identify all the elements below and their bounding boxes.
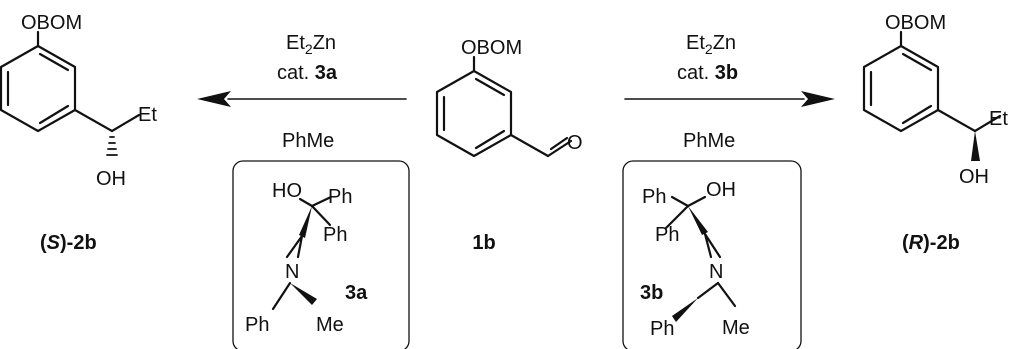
catalyst-3b-nitrogen-label: N [709, 261, 723, 283]
right-arrow-reagent: Et2Zn [686, 32, 736, 57]
left-product-compound-label: (S)-2b [40, 232, 97, 254]
catalyst-3b-phenyl-top-label: Ph [642, 186, 666, 208]
catalyst-3b-hydroxyl-label: OH [706, 179, 736, 201]
catalyst-3b-phenyl-bottom-label: Ph [655, 224, 679, 246]
catalyst-3b-box [622, 160, 802, 349]
right-arrow-solvent: PhMe [683, 130, 735, 152]
right-product-ethyl-label: Et [989, 108, 1008, 130]
catalyst-3a-box [232, 160, 410, 349]
catalyst-3a-compound-label: 3a [345, 282, 368, 304]
left-product-ring-to-carbinol-bond [73, 108, 114, 133]
right-product-hydroxyl-label: OH [959, 166, 989, 188]
catalyst-3a-phenyl-bottom-label: Ph [323, 224, 347, 246]
left-product-ring [0, 44, 77, 133]
catalyst-3a-hydroxyl-label: HO [272, 180, 302, 202]
starting-material-oxygen-label: O [567, 132, 583, 154]
catalyst-3a-structure: HO Ph Ph N Ph Me 3a [245, 180, 368, 336]
left-product-hydroxyl-label: OH [96, 168, 126, 190]
right-product-obom-label: OBOM [885, 12, 946, 34]
catalyst-3b-structure: Ph OH Ph N Ph Me 3b [640, 179, 750, 340]
starting-material-carbonyl-bond-a [546, 139, 573, 158]
left-product-ethyl-label: Et [138, 104, 157, 126]
left-reaction-arrow [197, 91, 407, 107]
left-arrow-catalyst: cat. 3a [277, 62, 338, 84]
starting-material-ring [435, 69, 513, 158]
left-product-structure: OBOM Et OH [0, 12, 157, 190]
right-product-ring-to-carbinol-bond [936, 108, 977, 133]
right-reaction-arrow [624, 91, 835, 107]
catalyst-3a-phenyl-left-label: Ph [245, 314, 269, 336]
left-product-ethyl-bond [110, 113, 141, 133]
catalyst-3b-phenyl-left-label: Ph [650, 318, 674, 340]
catalyst-3a-nitrogen-label: N [285, 261, 299, 283]
starting-material-structure: OBOM O [435, 37, 583, 158]
right-arrow-catalyst: cat. 3b [677, 62, 738, 84]
starting-material-compound-label: 1b [472, 232, 495, 254]
right-product-solid-wedge [971, 131, 980, 161]
right-product-ring [862, 44, 940, 133]
catalyst-3a-methyl-label: Me [316, 314, 344, 336]
right-product-structure: OBOM Et OH [862, 12, 1008, 188]
right-product-compound-label: (R)-2b [902, 232, 960, 254]
left-arrow-reagent: Et2Zn [286, 32, 336, 57]
catalyst-3b-methyl-label: Me [722, 317, 750, 339]
catalyst-3a-phenyl-top-label: Ph [328, 186, 352, 208]
catalyst-3b-compound-label: 3b [640, 282, 663, 304]
left-product-obom-label: OBOM [21, 12, 82, 34]
left-product-hashed-wedge [106, 136, 118, 156]
left-arrow-solvent: PhMe [282, 130, 334, 152]
starting-material-aldehyde-bond [509, 133, 550, 158]
starting-material-carbonyl-bond-b [549, 136, 569, 151]
right-product-ethyl-bond [973, 114, 1002, 133]
starting-material-obom-label: OBOM [461, 37, 522, 59]
